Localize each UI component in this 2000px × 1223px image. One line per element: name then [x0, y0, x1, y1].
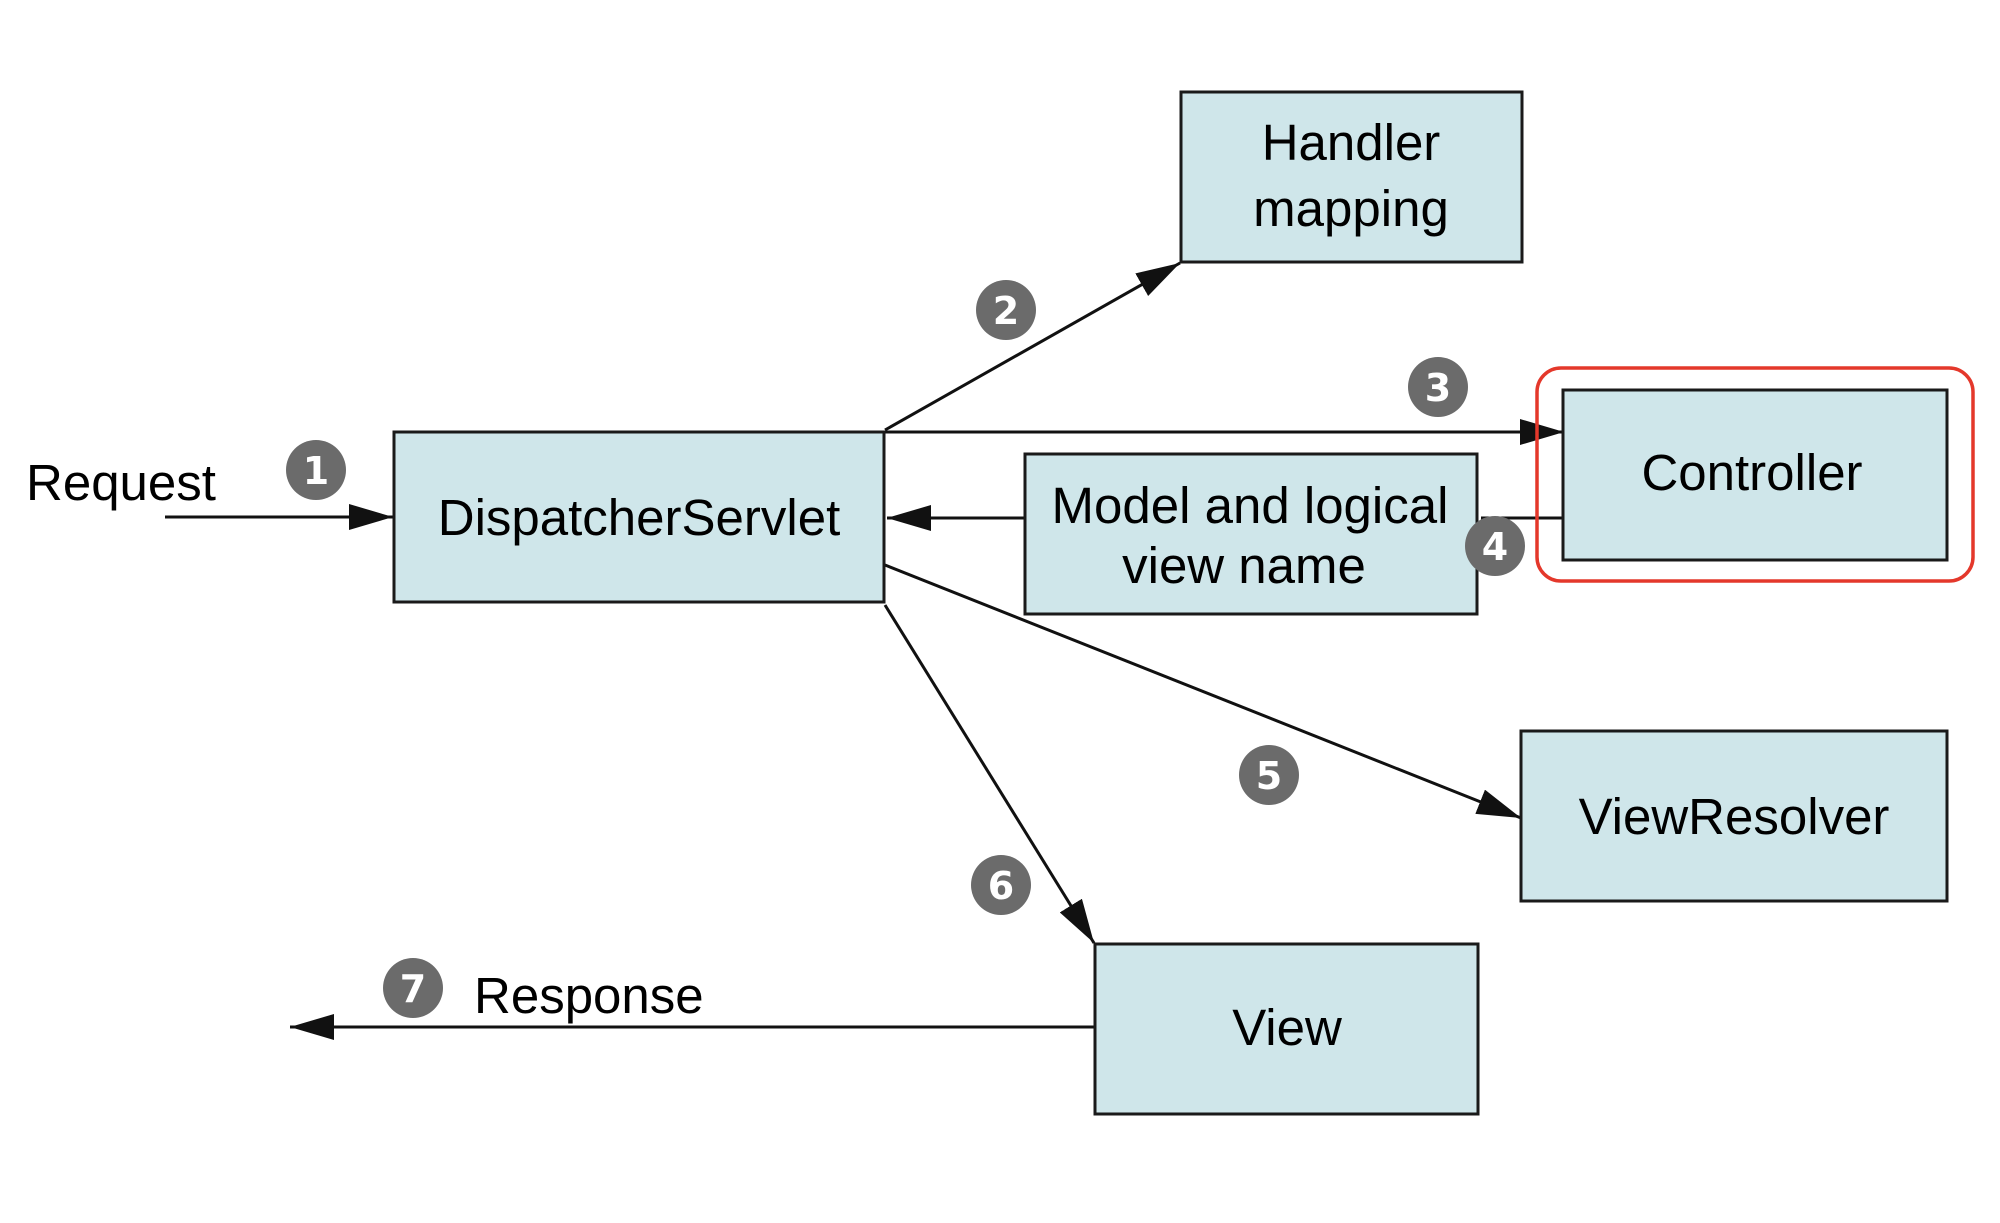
- view-arrow: [883, 604, 1096, 944]
- handler-mapping-arrow: [884, 261, 1181, 432]
- dispatcher-servlet-label: DispatcherServlet: [438, 489, 841, 546]
- dispatcher-servlet-box: DispatcherServlet: [392, 430, 886, 604]
- view-resolver-label: ViewResolver: [1579, 788, 1890, 845]
- step-4-marker: 4: [1465, 516, 1525, 576]
- handler-mapping-label-line1: Handler: [1262, 114, 1441, 171]
- model-and-view-name-box: Model and logical view name: [1023, 452, 1479, 616]
- view-resolver-box: ViewResolver: [1519, 729, 1949, 903]
- step-7-marker: 7: [383, 958, 443, 1018]
- controller-highlight-frame: [1535, 366, 1975, 583]
- svg-text:6: 6: [988, 864, 1014, 908]
- controller-label: Controller: [1641, 444, 1862, 501]
- response-label: Response: [474, 967, 704, 1024]
- view-resolver-arrow: [884, 563, 1522, 820]
- svg-text:7: 7: [400, 967, 426, 1011]
- svg-text:1: 1: [303, 449, 329, 493]
- step-5-marker: 5: [1239, 745, 1299, 805]
- view-label: View: [1232, 999, 1342, 1056]
- step-1-marker: 1: [286, 440, 346, 500]
- view-box: View: [1093, 942, 1480, 1116]
- step-6-marker: 6: [971, 855, 1031, 915]
- step-3-marker: 3: [1408, 357, 1468, 417]
- request-label: Request: [26, 454, 216, 511]
- handler-mapping-label-line2: mapping: [1253, 180, 1449, 237]
- svg-text:5: 5: [1256, 754, 1282, 798]
- step-2-marker: 2: [976, 280, 1036, 340]
- model-view-label-line2: view name: [1122, 537, 1366, 594]
- svg-text:3: 3: [1425, 366, 1451, 410]
- controller-box: Controller: [1535, 366, 1975, 583]
- svg-text:2: 2: [993, 289, 1019, 333]
- handler-mapping-box: Handler mapping: [1179, 90, 1524, 264]
- svg-text:4: 4: [1482, 525, 1508, 569]
- model-view-label-line1: Model and logical: [1052, 477, 1449, 534]
